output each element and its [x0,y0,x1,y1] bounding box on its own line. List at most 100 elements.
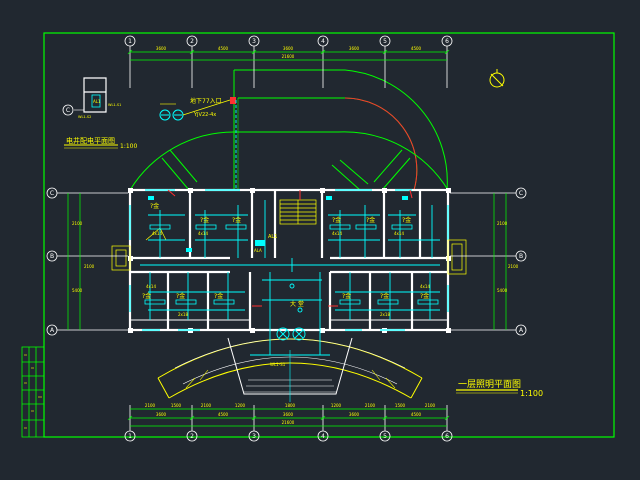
dim-text: 2100 [508,264,519,269]
dim-lines-bottom [127,408,450,427]
light-fixtures [144,224,439,305]
axis-label: 4 [321,433,325,440]
panel-boxes [148,196,408,252]
fixture-tag: 2x18 [380,312,390,317]
stair [279,199,317,225]
detail-scale: 1:100 [120,143,137,150]
drawing-title-text: 一层照明平面图 [458,379,521,390]
dim-text: 3600 [156,412,167,417]
axis-labels-left: C B A [50,190,55,334]
axis-label: 2 [190,433,194,440]
room-label: ?金 [214,292,223,300]
drawing-frame [21,32,615,438]
dim-text: 4500 [411,412,422,417]
room-label: ?金 [420,292,429,300]
canopy-hatch [185,369,396,389]
drawing-scale: 1:100 [520,389,543,398]
axis-label: 3 [252,433,256,440]
room-label: ?金 [402,216,411,224]
dim-text: 1200 [331,403,342,408]
entrance-canopy [157,337,423,402]
service-entry-label: 地下77入口 [190,97,222,105]
dim-text: 3600 [283,46,294,51]
title-block [21,346,45,438]
dim-text: 1800 [285,403,296,408]
title-block-text [24,354,42,429]
detail-axis-bubble [62,104,74,116]
fixture-tag: 2x18 [178,312,188,317]
dim-text: 2100 [145,403,156,408]
axis-label: B [519,253,523,260]
room-labels: ?金 ?金 ?金 ?金 ?金 ?金 ?金 ?金 ?金 ?金 ?金 ?金 [142,202,429,300]
driveway-curves [129,69,449,191]
dim-text-left: 2100 5400 2100 [72,221,95,293]
room-label: ?金 [366,216,375,224]
dim-text: 3600 [156,46,167,51]
dim-text-right: 2100 5400 2100 [497,221,519,293]
room-label: ?金 [342,292,351,300]
axis-bubbles-right [450,187,527,336]
detail-tag: WL1-S2 [78,115,91,119]
axis-label: 5 [383,433,387,440]
axis-label: C [50,190,54,197]
north-arrow-icon [489,69,505,88]
axis-bubbles-left [46,187,128,336]
axis-labels-top: 1 2 3 4 5 6 [128,38,449,45]
fixture-tag: 4x14 [146,284,156,289]
axis-labels-right: C B A [519,190,524,334]
cable-label: WL1-S1 [270,362,286,367]
service-entry: 地下77入口 YJV22-4x [159,97,236,121]
axis-label: A [519,327,524,334]
room-label: ?金 [142,292,151,300]
dim-text: 4500 [218,46,229,51]
fixture-tag: 4x14 [152,231,162,236]
main-panel-label: ALA [254,248,262,253]
lobby-label: 大 堂 [290,300,304,308]
dim-text: 2100 [84,264,95,269]
service-entry-sublabel: YJV22-4x [193,112,216,118]
dim-lines-top [127,49,450,61]
ceiling-lights [276,283,306,341]
dim-text: 5400 [72,288,83,293]
room-label: ?金 [380,292,389,300]
room-label: ?金 [200,216,209,224]
fixture-tag: 4x14 [394,231,404,236]
axis-label: 1 [128,38,132,45]
detail-box-label: AL1 [93,99,101,104]
dim-lines-right [493,193,507,330]
dim-text-total: 21600 [282,54,295,59]
dim-text: 2100 [72,221,83,226]
axis-label: 6 [445,433,449,440]
dim-text: 1200 [235,403,246,408]
shaft-detail: C AL1 WL1-S1 WL1-S2 电井配电平面图 1:100 [62,77,137,150]
axis-label: 1 [128,433,132,440]
room-label: ?金 [150,202,159,210]
room-label: ?金 [232,216,241,224]
axis-label: 5 [383,38,387,45]
dim-text-top: 3600 4500 3600 3600 4500 21600 [156,46,422,59]
axis-label: C [519,190,523,197]
dim-text: 2100 [201,403,212,408]
dim-lines-left [67,193,81,330]
axis-label: 4 [321,38,325,45]
dim-text-bottom: 2100 1500 2100 1200 1800 1200 2100 1500 … [145,403,436,425]
fixture-tags: 4x14 4x14 4x14 4x14 4x14 4x14 2x18 2x18 [146,231,430,317]
fixture-tag: 4x14 [420,284,430,289]
axis-label: B [50,253,54,260]
outer-border [43,32,615,438]
windows [129,189,449,331]
dim-text: 1500 [395,403,406,408]
detail-title: 电井配电平面图 [66,136,115,145]
dim-text: 3600 [349,46,360,51]
dim-text: 5400 [497,288,508,293]
side-entries [111,227,467,275]
dim-text: 2100 [425,403,436,408]
drawing-title: 一层照明平面图 1:100 [456,379,543,398]
room-label: ?金 [176,292,185,300]
dim-text: 3600 [349,412,360,417]
detail-axis-label: C [66,107,70,114]
axis-label: A [50,327,55,334]
stair-panel-label: AL1 [268,234,277,240]
dim-text: 2100 [365,403,376,408]
